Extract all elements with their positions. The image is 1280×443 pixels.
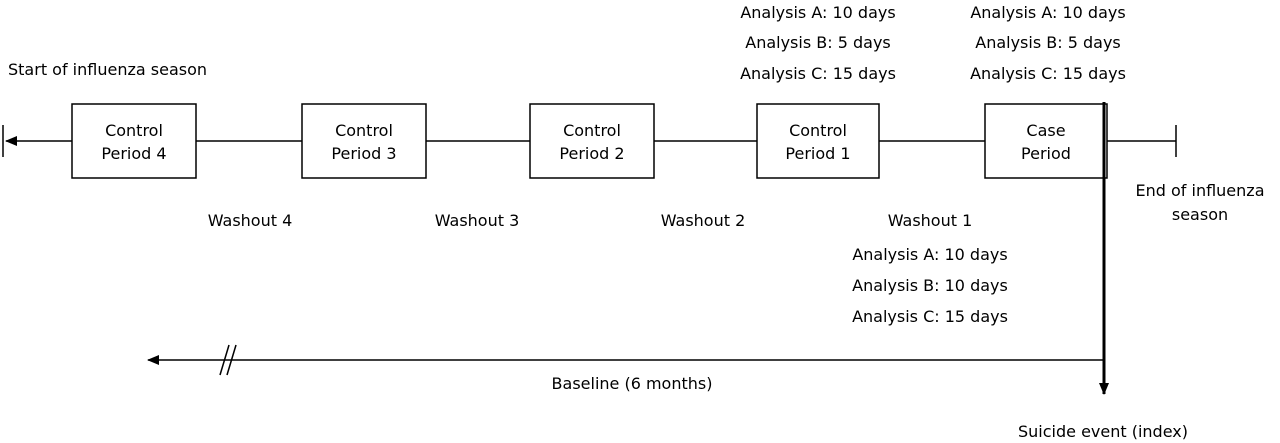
- control-period-1-box: Control Period 1: [756, 103, 880, 179]
- washout-1-durations: Analysis A: 10 days Analysis B: 10 days …: [852, 245, 1008, 326]
- case-period-analysis-c: Analysis C: 15 days: [970, 64, 1126, 83]
- control-period-1-analysis-a: Analysis A: 10 days: [740, 3, 895, 22]
- start-season-label: Start of influenza season: [8, 60, 207, 79]
- case-period-durations: Analysis A: 10 days Analysis B: 5 days A…: [970, 3, 1126, 83]
- washout-1-analysis-b: Analysis B: 10 days: [852, 276, 1008, 295]
- baseline-label: Baseline (6 months): [552, 374, 713, 393]
- control-period-4-label-line2: Period 4: [101, 144, 166, 163]
- washout-1-label: Washout 1: [888, 211, 973, 230]
- control-period-1-label-line2: Period 1: [785, 144, 850, 163]
- washout-1-analysis-c: Analysis C: 15 days: [852, 307, 1008, 326]
- washout-2-label: Washout 2: [661, 211, 746, 230]
- end-season-label-line2: season: [1172, 205, 1228, 224]
- washout-3-label: Washout 3: [435, 211, 520, 230]
- case-period-label-line2: Period: [1021, 144, 1071, 163]
- control-period-3-label-line1: Control: [335, 121, 393, 140]
- control-period-1-analysis-b: Analysis B: 5 days: [745, 33, 891, 52]
- control-period-2-label-line2: Period 2: [559, 144, 624, 163]
- suicide-event-label: Suicide event (index): [1018, 422, 1188, 441]
- control-period-3-label-line2: Period 3: [331, 144, 396, 163]
- case-period-analysis-b: Analysis B: 5 days: [975, 33, 1121, 52]
- end-season-label-line1: End of influenza: [1136, 181, 1265, 200]
- control-period-2-box: Control Period 2: [529, 103, 655, 179]
- control-period-4-label-line1: Control: [105, 121, 163, 140]
- baseline-break-mark: [219, 344, 237, 376]
- control-period-4-box: Control Period 4: [71, 103, 197, 179]
- control-period-1-analysis-c: Analysis C: 15 days: [740, 64, 896, 83]
- case-period-analysis-a: Analysis A: 10 days: [970, 3, 1125, 22]
- control-period-2-label-line1: Control: [563, 121, 621, 140]
- case-period-label-line1: Case: [1026, 121, 1065, 140]
- washout-1-analysis-a: Analysis A: 10 days: [852, 245, 1007, 264]
- washout-4-label: Washout 4: [208, 211, 293, 230]
- control-period-1-durations: Analysis A: 10 days Analysis B: 5 days A…: [740, 3, 896, 83]
- control-period-3-box: Control Period 3: [301, 103, 427, 179]
- case-period-box: Case Period: [984, 103, 1108, 179]
- control-period-1-label-line1: Control: [789, 121, 847, 140]
